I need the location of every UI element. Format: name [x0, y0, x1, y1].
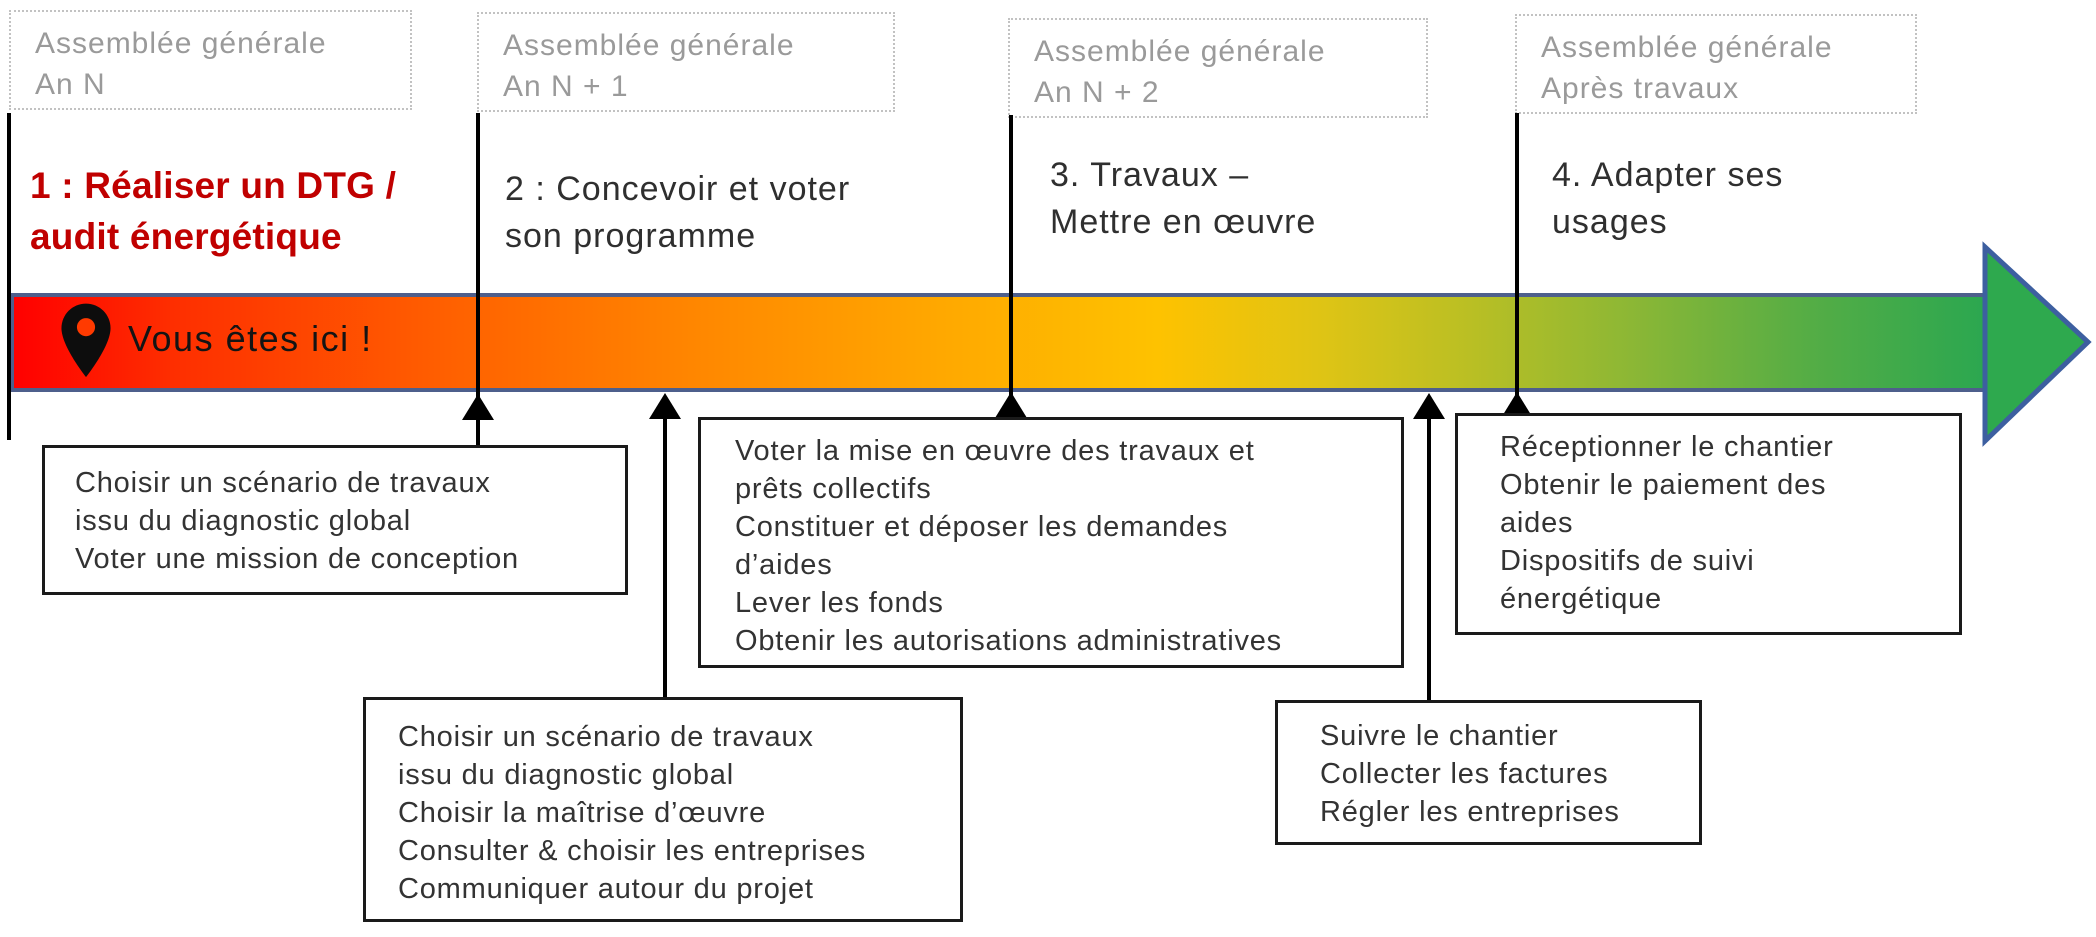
assembly-box-apres-travaux: Assemblée générale Après travaux: [1515, 14, 1917, 114]
task-box-reception: Réceptionner le chantier Obtenir le paie…: [1455, 413, 1962, 635]
phase-2-title-line2: son programme: [505, 216, 757, 255]
assembly-sublabel: An N: [35, 67, 106, 101]
phase-3-title-line2: Mettre en œuvre: [1050, 202, 1317, 241]
connector-line-phase2: [476, 113, 480, 445]
task-box-chantier: Suivre le chantier Collecter les facture…: [1275, 700, 1702, 845]
phase-4-title-line2: usages: [1552, 202, 1668, 241]
task-line: aides: [1500, 507, 1574, 539]
up-arrow-icon: [1413, 393, 1445, 419]
connector-line-phase4: [1515, 113, 1519, 413]
assembly-box-an-n: Assemblée générale An N: [9, 10, 412, 110]
phase-4-title-line1: 4. Adapter ses: [1552, 156, 1784, 194]
task-line: Régler les entreprises: [1320, 796, 1620, 828]
phase-1-title-line1: 1 : Réaliser un DTG /: [30, 165, 397, 206]
task-line: énergétique: [1500, 583, 1662, 615]
task-line: issu du diagnostic global: [75, 505, 411, 537]
task-line: Suivre le chantier: [1320, 720, 1559, 752]
task-line: Voter la mise en œuvre des travaux et: [735, 435, 1255, 467]
up-arrow-icon: [462, 394, 494, 420]
connector-line-site-tasks: [1427, 400, 1431, 700]
task-line: Réceptionner le chantier: [1500, 431, 1834, 463]
assembly-label: Assemblée générale: [1541, 31, 1833, 64]
phase-1-title-line2: audit énergétique: [30, 216, 342, 258]
timeline-arrowhead: [1982, 241, 2092, 447]
location-pin-icon: [61, 303, 111, 377]
assembly-label: Assemblée générale: [1034, 35, 1326, 68]
you-are-here-label: Vous êtes ici !: [128, 318, 373, 359]
timeline-gradient-band: [10, 293, 1990, 392]
task-box-conception: Choisir un scénario de travaux issu du d…: [363, 697, 963, 922]
assembly-sublabel: An N + 2: [1034, 75, 1160, 109]
connector-line-design-tasks: [663, 400, 667, 697]
task-line: Obtenir le paiement des: [1500, 469, 1827, 501]
task-box-phase1: Choisir un scénario de travaux issu du d…: [42, 445, 628, 595]
task-line: Collecter les factures: [1320, 758, 1609, 790]
task-line: Choisir la maîtrise d’œuvre: [398, 797, 767, 829]
task-line: Constituer et déposer les demandes: [735, 511, 1229, 543]
task-line: Choisir un scénario de travaux: [398, 721, 814, 753]
phase-4-title: 4. Adapter ses usages: [1552, 152, 1783, 246]
assembly-label: Assemblée générale: [35, 27, 327, 60]
task-line: Voter une mission de conception: [75, 543, 519, 575]
assembly-label: Assemblée générale: [503, 29, 795, 62]
assembly-box-an-n2: Assemblée générale An N + 2: [1008, 18, 1428, 118]
task-line: Choisir un scénario de travaux: [75, 467, 491, 499]
task-line: prêts collectifs: [735, 473, 932, 505]
connector-line-phase3: [1009, 115, 1013, 417]
up-arrow-icon: [995, 392, 1027, 418]
task-line: Consulter & choisir les entreprises: [398, 835, 867, 867]
assembly-box-an-n1: Assemblée générale An N + 1: [477, 12, 895, 112]
task-line: issu du diagnostic global: [398, 759, 734, 791]
task-line: d’aides: [735, 549, 833, 581]
task-line: Dispositifs de suivi: [1500, 545, 1755, 577]
assembly-sublabel: An N + 1: [503, 69, 629, 103]
task-line: Obtenir les autorisations administrative…: [735, 625, 1282, 657]
phase-2-title: 2 : Concevoir et voter son programme: [505, 166, 850, 260]
up-arrow-icon: [649, 393, 681, 419]
phase-1-title: 1 : Réaliser un DTG / audit énergétique: [30, 160, 396, 262]
task-line: Lever les fonds: [735, 587, 944, 619]
task-line: Communiquer autour du projet: [398, 873, 814, 905]
task-box-vote-travaux: Voter la mise en œuvre des travaux et pr…: [698, 417, 1404, 668]
phase-2-title-line1: 2 : Concevoir et voter: [505, 170, 851, 208]
connector-line-phase1: [7, 113, 11, 440]
assembly-sublabel: Après travaux: [1541, 71, 1740, 105]
phase-3-title-line1: 3. Travaux –: [1050, 156, 1250, 194]
phase-3-title: 3. Travaux – Mettre en œuvre: [1050, 152, 1316, 246]
